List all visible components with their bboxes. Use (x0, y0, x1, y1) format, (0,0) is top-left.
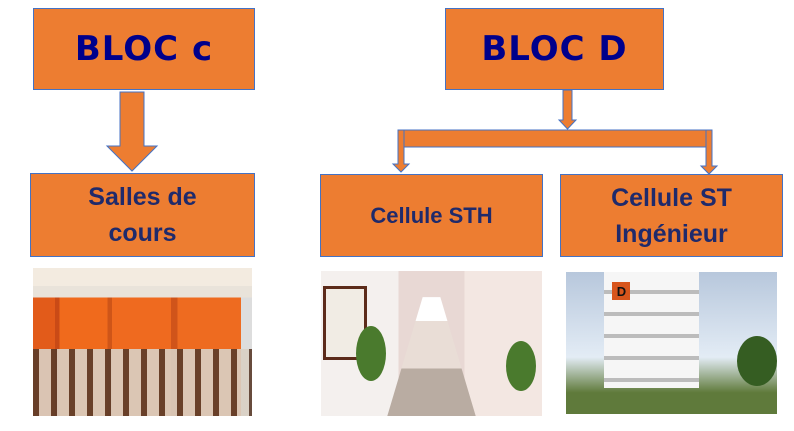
building-photo: D (566, 272, 777, 414)
bloc-d-box: BLOC D (445, 8, 664, 90)
classroom-photo (33, 268, 252, 416)
building-sign: D (612, 282, 631, 300)
salles-de-cours-box: Salles de cours (30, 173, 255, 257)
cellule-sth-box: Cellule STH (320, 174, 543, 257)
bloc-d-title: BLOC D (481, 29, 628, 69)
salles-de-cours-label: Salles de cours (88, 183, 197, 247)
bloc-c-box: BLOC c (33, 8, 255, 90)
arrow-to-cellule-sth (391, 129, 411, 173)
arrow-bloc-c-to-salles (105, 91, 159, 172)
cellule-sth-label: Cellule STH (370, 202, 493, 228)
arrow-to-cellule-st (699, 129, 719, 175)
cellule-st-ingenieur-box: Cellule ST Ingénieur (560, 174, 783, 257)
bloc-c-title: BLOC c (74, 29, 214, 69)
cellule-st-ingenieur-label: Cellule ST Ingénieur (611, 183, 732, 248)
branch-bar (403, 129, 713, 148)
arrow-bloc-d-down (557, 89, 578, 130)
corridor-photo (321, 271, 542, 416)
